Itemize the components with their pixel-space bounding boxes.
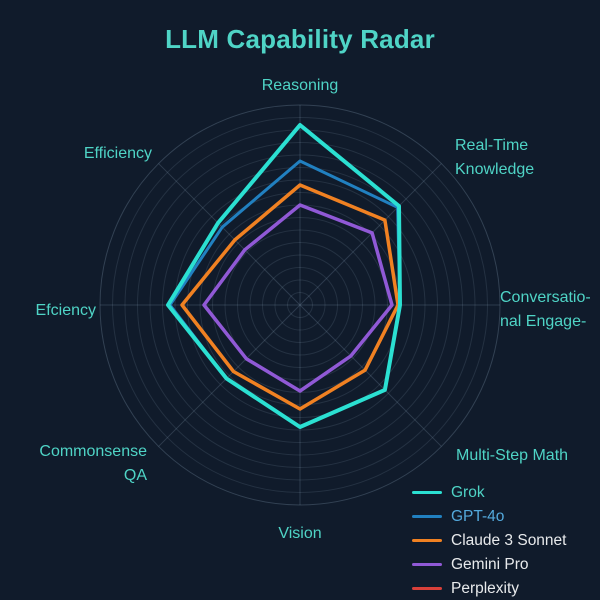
- axis-label-vision: Vision: [278, 525, 321, 542]
- grid-spoke: [158, 304, 301, 447]
- grid-ring: [224, 229, 376, 381]
- grid-ring: [162, 167, 438, 443]
- grid-ring: [237, 242, 363, 368]
- grid-ring: [274, 279, 326, 331]
- legend-item-gpt-4o[interactable]: GPT-4o: [412, 508, 566, 525]
- grid-ring: [262, 267, 338, 343]
- axis-label-efciency: Efciency: [36, 302, 96, 319]
- axis-label-efficiency: Efficiency: [84, 145, 152, 162]
- series-line-gemini-pro: [202, 203, 394, 393]
- legend-swatch: [412, 562, 442, 567]
- axis-label-conversatio-nal-engage-: Conversatio-nal Engage-: [500, 289, 591, 330]
- grid-ring: [124, 129, 476, 481]
- chart-title: LLM Capability Radar: [165, 24, 435, 54]
- legend-swatch: [412, 538, 442, 543]
- legend-label: Perplexity: [451, 579, 520, 597]
- legend-swatch: [412, 490, 442, 495]
- grid-ring: [112, 117, 488, 493]
- legend-item-perplexity[interactable]: Perplexity: [412, 580, 566, 597]
- legend-item-grok[interactable]: Grok: [412, 484, 566, 501]
- legend-swatch: [412, 514, 442, 519]
- series-line-claude-3-sonnet: [180, 183, 400, 411]
- legend-label: GPT-4o: [451, 507, 505, 525]
- grid-ring: [137, 142, 463, 468]
- grid-spoke: [299, 304, 442, 447]
- grid-ring: [99, 104, 501, 506]
- legend-item-claude-3-sonnet[interactable]: Claude 3 Sonnet: [412, 532, 566, 549]
- legend-label: Claude 3 Sonnet: [451, 531, 567, 549]
- axis-label-reasoning: Reasoning: [262, 77, 339, 94]
- legend-swatch: [412, 586, 442, 591]
- grid-ring: [187, 192, 413, 418]
- legend-item-gemini-pro[interactable]: Gemini Pro: [412, 556, 566, 573]
- axis-label-multi-step-math: Multi-Step Math: [456, 447, 568, 464]
- grid-ring: [287, 292, 313, 318]
- grid-ring: [249, 254, 351, 356]
- grid-spoke: [158, 163, 301, 306]
- legend-label: Gemini Pro: [451, 555, 529, 573]
- legend-label: Grok: [451, 483, 485, 501]
- grid-ring: [174, 179, 426, 431]
- series-line-grok: [166, 123, 402, 429]
- series-line-gpt-4o: [168, 159, 402, 429]
- grid-ring: [149, 154, 451, 456]
